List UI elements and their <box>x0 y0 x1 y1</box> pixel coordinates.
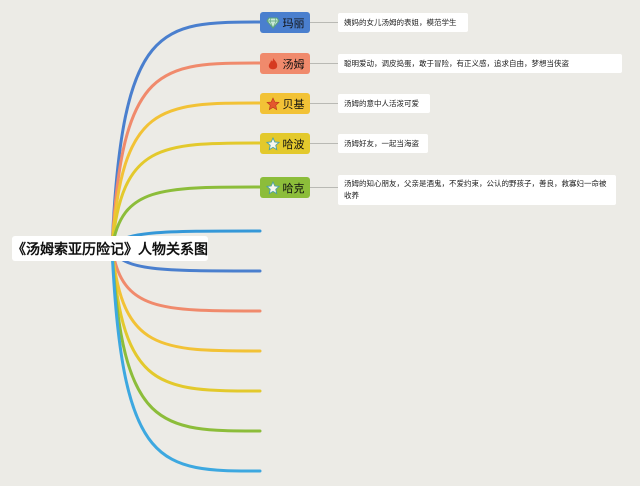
lower-branch-5 <box>110 246 262 393</box>
character-description[interactable]: 汤姆的知心朋友，父亲是酒鬼，不爱约束，公认的野孩子，善良，救寡妇一命被收养 <box>338 175 616 205</box>
character-node[interactable]: 哈克 <box>260 177 310 198</box>
connector-line <box>310 143 338 144</box>
diamond-icon <box>265 16 280 30</box>
star-filled-icon <box>265 96 280 111</box>
character-node[interactable]: 贝基 <box>260 93 310 114</box>
character-name: 玛丽 <box>282 16 305 30</box>
branch-3 <box>110 101 262 250</box>
character-description[interactable]: 姨妈的女儿汤姆的表姐，模范学生 <box>338 13 468 32</box>
character-node[interactable]: 玛丽 <box>260 12 310 33</box>
character-description[interactable]: 聪明爱动，调皮捣蛋，敢于冒险，有正义感，追求自由，梦想当侠盗 <box>338 54 622 73</box>
root-node[interactable]: 《汤姆索亚历险记》人物关系图 <box>12 236 208 261</box>
lower-branch-6 <box>110 246 262 433</box>
connector-line <box>310 103 338 104</box>
lower-branch-4 <box>110 246 262 353</box>
character-name: 哈克 <box>282 181 305 195</box>
character-name: 贝基 <box>282 97 305 111</box>
character-name: 哈波 <box>282 137 305 151</box>
lower-branch-3 <box>110 246 262 313</box>
connector-line <box>310 63 338 64</box>
branch-2 <box>110 61 262 250</box>
character-node[interactable]: 哈波 <box>260 133 310 154</box>
flame-icon <box>266 57 280 71</box>
branch-4 <box>110 141 262 250</box>
star-outline-icon <box>265 136 280 151</box>
connector-line <box>310 22 338 23</box>
connector-line <box>310 187 338 188</box>
star-outline-icon <box>265 180 280 195</box>
lower-branch-7 <box>110 246 262 473</box>
branch-5 <box>110 185 262 250</box>
character-description[interactable]: 汤姆的意中人活泼可爱 <box>338 94 430 113</box>
character-description[interactable]: 汤姆好友，一起当海盗 <box>338 134 428 153</box>
character-name: 汤姆 <box>282 57 305 71</box>
branch-1 <box>110 20 262 250</box>
character-node[interactable]: 汤姆 <box>260 53 310 74</box>
